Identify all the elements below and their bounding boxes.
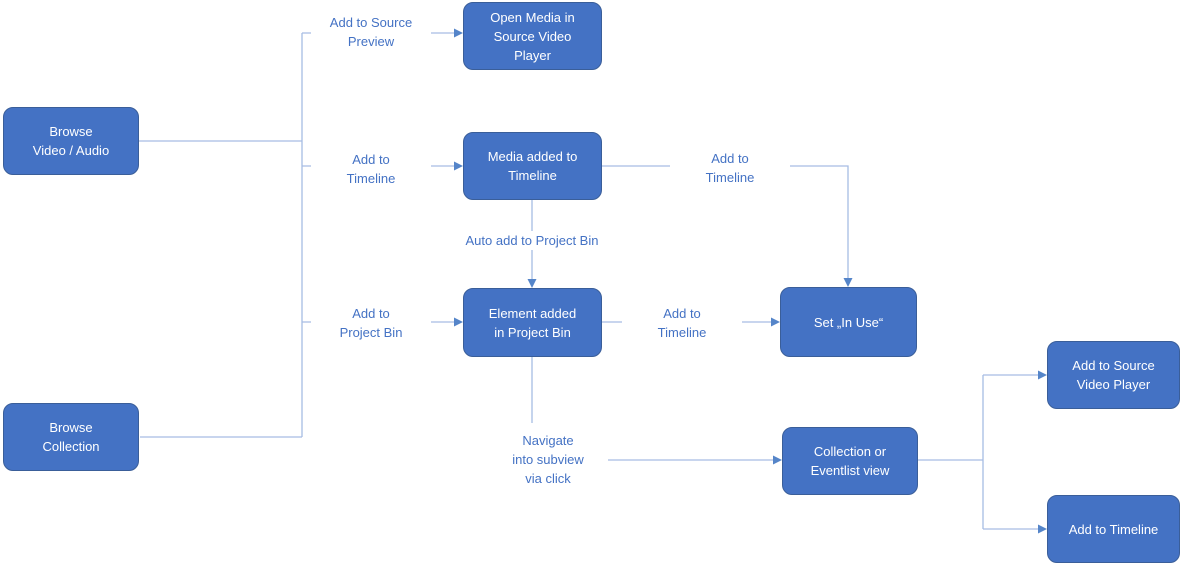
- node-collection-or-eventlist-view: Collection or Eventlist view: [782, 427, 918, 495]
- node-text: in Project Bin: [494, 324, 571, 340]
- node-text: Add to Source: [1072, 358, 1155, 373]
- edge-label-text: Timeline: [657, 325, 707, 340]
- edge-label-text: Preview: [347, 34, 395, 49]
- node-open-media-in-source-video-player: Open Media in Source Video Player: [463, 2, 602, 70]
- node-text: Source Video: [493, 28, 572, 44]
- node-set-in-use: Set „In Use“: [780, 287, 917, 357]
- arrowhead-into-collection-view: [773, 455, 782, 465]
- node-text: Video Player: [1076, 377, 1151, 392]
- node-element-added-in-project-bin: Element added in Project Bin: [463, 288, 602, 357]
- arrowhead-into-media-added: [454, 161, 463, 171]
- arrowhead-into-set-in-use-top: [843, 278, 853, 287]
- node-text: Player: [514, 47, 551, 63]
- edge-label-text: Navigate: [522, 433, 574, 448]
- arrowhead-into-element-top: [527, 279, 537, 288]
- arrowhead-into-set-in-use-left: [771, 317, 780, 327]
- node-text: Element added: [488, 305, 577, 321]
- node-text: Browse: [49, 420, 93, 435]
- node-add-to-timeline: Add to Timeline: [1047, 495, 1180, 563]
- edge-label-navigate-into-subview: Navigate into subview via click: [488, 430, 608, 489]
- edge-label-text: Project Bin: [339, 325, 403, 340]
- edge-label-text: Auto add to Project Bin: [465, 233, 599, 248]
- node-browse-collection: Browse Collection: [3, 403, 139, 471]
- edge-label-auto-add-to-project-bin: Auto add to Project Bin: [447, 231, 617, 250]
- edge-label-add-to-timeline-element: Add to Timeline: [622, 304, 742, 342]
- arrowhead-into-open-media: [454, 28, 463, 38]
- arrowhead-into-element-added: [454, 317, 463, 327]
- node-media-added-to-timeline: Media added to Timeline: [463, 132, 602, 200]
- node-text: Set „In Use“: [813, 314, 884, 330]
- edge-label-text: Add to: [352, 306, 390, 321]
- edge-label-text: Add to: [663, 306, 701, 321]
- edge-label-add-to-timeline-upper: Add to Timeline: [311, 150, 431, 188]
- node-add-to-source-video-player: Add to Source Video Player: [1047, 341, 1180, 409]
- edge-label-text: Add to: [711, 151, 749, 166]
- node-browse-video-audio: Browse Video / Audio: [3, 107, 139, 175]
- node-text: Collection: [42, 439, 100, 454]
- node-text: Media added to: [487, 149, 578, 164]
- edge-label-text: Add to: [352, 152, 390, 167]
- edge-label-text: Add to Source: [329, 15, 413, 30]
- node-text: Timeline: [508, 168, 557, 183]
- node-text: Video / Audio: [32, 143, 110, 158]
- edge-label-add-to-project-bin: Add to Project Bin: [311, 304, 431, 342]
- node-text: Eventlist view: [810, 463, 890, 478]
- edge-label-add-to-source-preview: Add to Source Preview: [311, 13, 431, 51]
- edge-label-text: Timeline: [705, 170, 755, 185]
- arrowhead-into-add-source-player: [1038, 370, 1047, 380]
- node-text: Collection or: [813, 444, 887, 459]
- arrowhead-into-add-timeline: [1038, 524, 1047, 534]
- edge-label-text: via click: [525, 471, 571, 486]
- edge-label-text: into subview: [512, 452, 584, 467]
- node-text: Add to Timeline: [1068, 521, 1159, 537]
- node-text: Open Media in: [490, 9, 575, 25]
- edge-label-add-to-timeline-media: Add to Timeline: [670, 149, 790, 187]
- node-text: Browse: [49, 124, 93, 139]
- edge-label-text: Timeline: [346, 171, 396, 186]
